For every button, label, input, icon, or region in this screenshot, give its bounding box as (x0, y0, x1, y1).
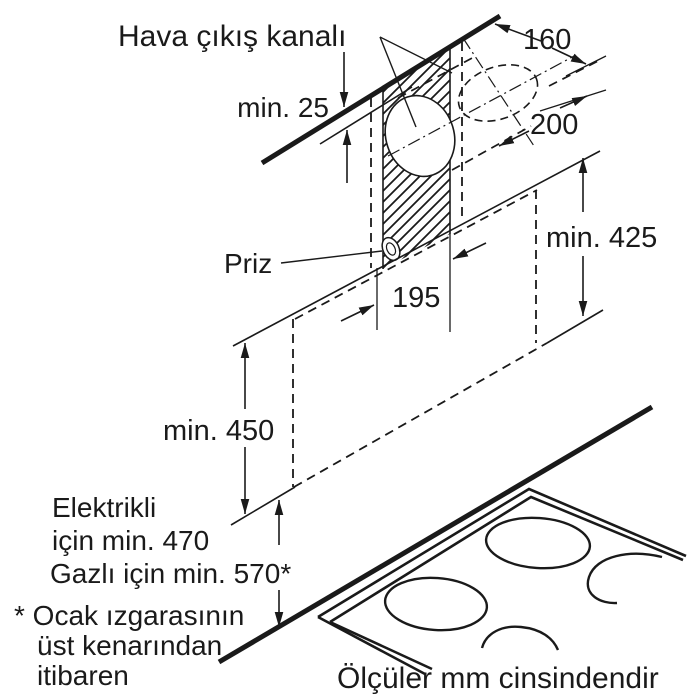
dim160-label: 160 (523, 24, 571, 56)
burner-right-partial (586, 552, 663, 605)
burner-left (383, 576, 489, 632)
dim195-label: 195 (392, 282, 440, 314)
title-leader-1 (379, 36, 417, 128)
hood-top-edge-dashed (294, 189, 538, 320)
diagram-title: Hava çıkış kanalı (118, 20, 346, 53)
socket-inner (385, 242, 397, 256)
units-note: Ölçüler mm cinsindendir (337, 662, 659, 695)
hood-bottom-left-extension (230, 486, 296, 526)
dim425-label: min. 425 (546, 222, 657, 254)
footnote-line2: üst kenarından (37, 630, 222, 661)
dim195-arrow-right (452, 242, 487, 260)
dim200-extension (539, 89, 607, 112)
hob-inner-back-edge (329, 495, 684, 624)
duct-bottom-line (451, 125, 532, 171)
socket-leader (280, 250, 383, 264)
footnote-line1: * Ocak ızgarasının (14, 600, 244, 631)
note-gas: Gazlı için min. 570* (50, 558, 291, 589)
dim200-arrow-up (559, 95, 588, 109)
duct-axis-centerline (387, 54, 577, 157)
dim450-label: min. 450 (163, 415, 274, 447)
hood-top-reference-line (232, 150, 601, 347)
hob-inner-front-edge (329, 620, 433, 671)
socket-label: Priz (224, 248, 272, 279)
hob-outer-front-edge (317, 615, 426, 676)
footnote-line3: itibaren (37, 660, 129, 691)
hood-bottom-edge-dashed (293, 342, 548, 488)
shaft-top-reference-line (319, 86, 413, 145)
burner-front-partial (480, 625, 560, 651)
duct-extension-line (548, 59, 601, 87)
duct-cross-centerline (462, 37, 535, 147)
hob-outer-back-edge (317, 487, 687, 619)
dim160-arrow-left (494, 23, 542, 42)
ceiling-line (260, 13, 502, 166)
dim160-extension (565, 55, 607, 77)
dim25-label: min. 25 (237, 92, 329, 123)
counter-edge-line (217, 404, 654, 665)
note-electric-line1: Elektrikli (52, 492, 156, 523)
dim160-arrow-right (551, 47, 587, 65)
dim195-arrow-left (340, 304, 375, 322)
title-leader-2 (379, 36, 453, 74)
dim200-arrow-down (498, 130, 530, 147)
note-electric-line2: için min. 470 (52, 525, 209, 556)
burner-back (484, 516, 592, 570)
dim200-label: 200 (530, 109, 578, 141)
duct-hole (384, 94, 456, 178)
hood-bottom-right-extension (546, 309, 604, 344)
duct-end-ellipse (457, 64, 539, 122)
